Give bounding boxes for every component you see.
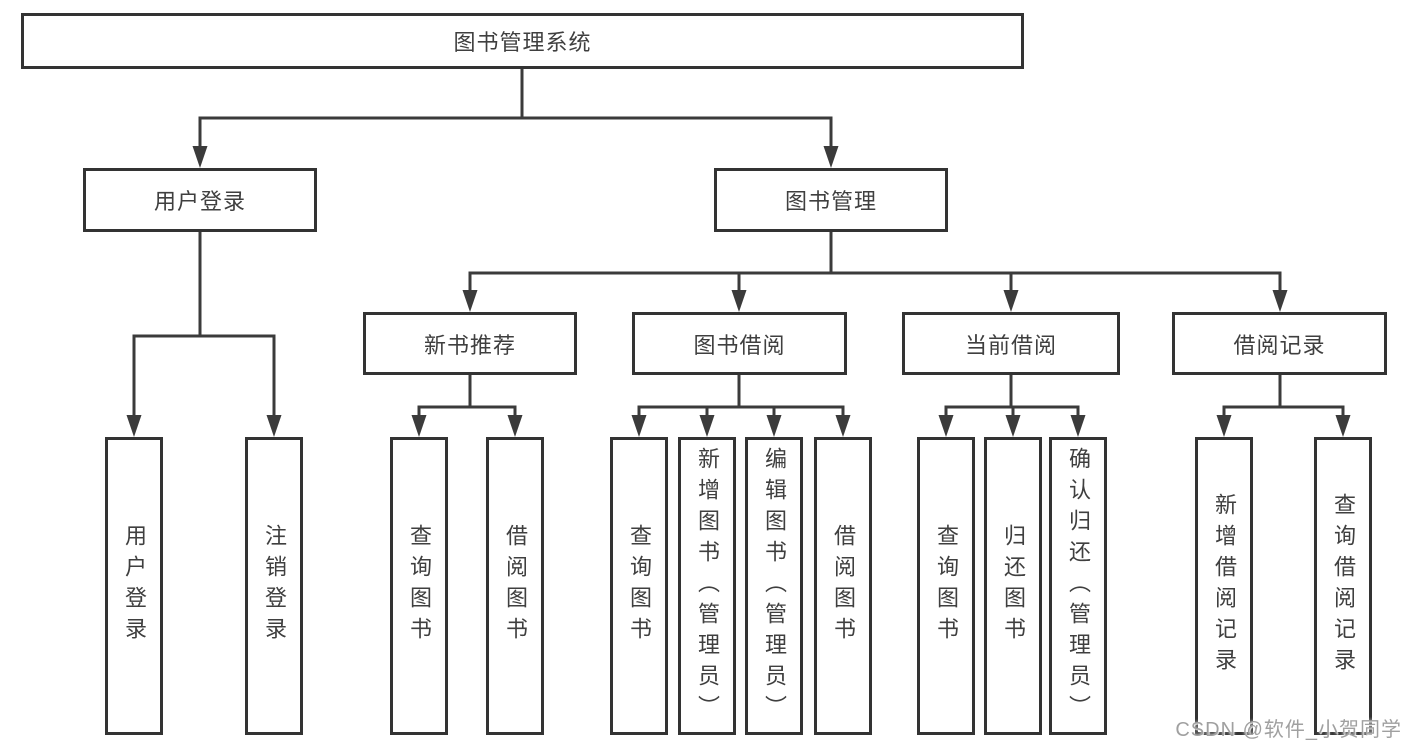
node-label: 查询图书 (934, 524, 959, 648)
node-label: 查询图书 (407, 524, 432, 648)
node-label: 图书借阅 (693, 332, 786, 358)
connector-borrowing-records-to-leaves (1222, 373, 1345, 419)
leaf-query-books-2: 查询图书 (610, 437, 668, 735)
node-label: 查询图书 (627, 524, 652, 648)
leaf-user-login: 用户登录 (105, 437, 163, 735)
leaf-query-borrow-record: 查询借阅记录 (1314, 437, 1372, 735)
arrowheads (126, 146, 1351, 437)
leaf-borrow-books-2: 借阅图书 (814, 437, 872, 735)
node-label: 归还图书 (1001, 524, 1026, 648)
node-label: 借阅图书 (831, 524, 856, 648)
node-new-book-recommend: 新书推荐 (363, 312, 577, 375)
leaf-query-books-1: 查询图书 (390, 437, 448, 735)
connector-book-management-to-level3 (468, 230, 1282, 294)
node-label: 用户登录 (122, 524, 147, 648)
leaf-confirm-return-admin: 确认归还（管理员） (1049, 437, 1107, 735)
node-label: 确认归还（管理员） (1066, 446, 1091, 726)
connector-book-borrowing-to-leaves (637, 373, 845, 419)
leaf-query-books-3: 查询图书 (917, 437, 975, 735)
leaf-add-book-admin: 新增图书（管理员） (678, 437, 736, 735)
node-label: 图书管理 (784, 189, 877, 214)
node-label: 用户登录 (153, 189, 246, 214)
node-book-borrowing: 图书借阅 (632, 312, 847, 375)
leaf-edit-book-admin: 编辑图书（管理员） (745, 437, 803, 735)
node-label: 借阅记录 (1233, 332, 1326, 358)
node-root: 图书管理系统 (21, 13, 1024, 69)
node-label: 查询借阅记录 (1331, 493, 1356, 679)
connector-current-borrowing-to-leaves (944, 373, 1080, 419)
node-label: 借阅图书 (503, 524, 528, 648)
connector-new-book-recommend-to-leaves (417, 373, 517, 419)
leaf-borrow-books-1: 借阅图书 (486, 437, 544, 735)
node-label: 注销登录 (262, 524, 287, 648)
leaf-add-borrow-record: 新增借阅记录 (1195, 437, 1253, 735)
connector-root-to-level2 (198, 67, 833, 150)
leaf-logout: 注销登录 (245, 437, 303, 735)
node-user-login: 用户登录 (83, 168, 317, 232)
node-label: 编辑图书（管理员） (762, 446, 787, 726)
csdn-watermark: CSDN @软件_小贺同学 (1175, 719, 1402, 741)
node-label: 新增图书（管理员） (695, 446, 720, 726)
node-label: 新书推荐 (423, 332, 516, 358)
connector-user-login-to-leaves (132, 230, 276, 419)
node-label: 新增借阅记录 (1212, 493, 1237, 679)
node-label: 图书管理系统 (453, 30, 592, 55)
leaf-return-book: 归还图书 (984, 437, 1042, 735)
node-current-borrowing: 当前借阅 (902, 312, 1120, 375)
node-borrowing-records: 借阅记录 (1172, 312, 1387, 375)
node-label: 当前借阅 (964, 332, 1057, 358)
node-book-management: 图书管理 (714, 168, 948, 232)
